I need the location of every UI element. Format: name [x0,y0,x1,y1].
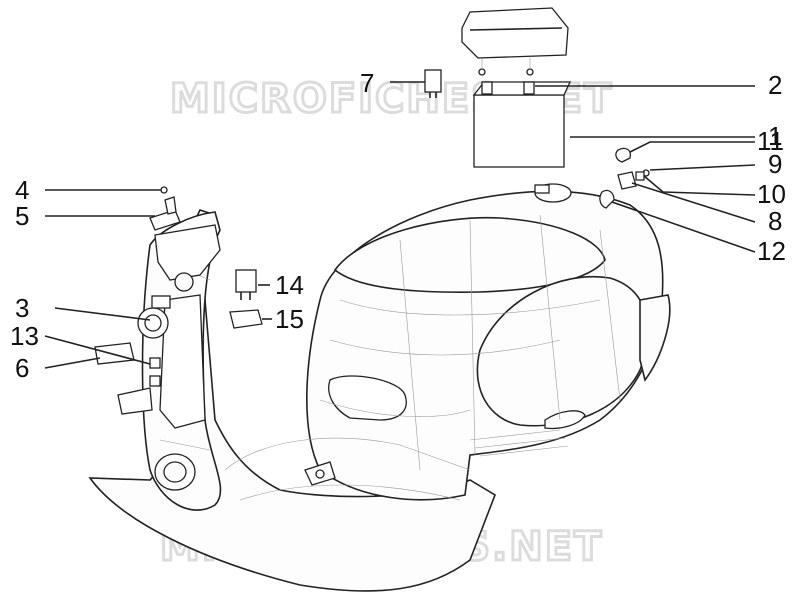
callout-labels: 1 2 3 4 5 6 7 8 9 10 11 12 13 14 15 [10,68,786,383]
relay-14-15 [229,269,263,329]
callout-2: 2 [768,70,782,100]
callout-11: 11 [757,126,784,156]
part-6-fusebox [94,342,135,365]
part-11 [615,147,632,163]
callout-15: 15 [275,304,304,334]
battery [472,58,572,168]
part-8 [617,171,637,190]
floor-mesh [224,437,471,501]
callout-12: 12 [757,236,786,266]
side-panel [476,276,649,427]
leader-6 [44,357,101,369]
terminal-left [481,81,493,95]
rear-tail [639,294,671,382]
floor-bolt [315,469,325,479]
battery-case [473,94,565,168]
battery-cover [461,7,569,59]
side-vent [544,410,586,430]
surface-mesh [319,214,621,471]
relay-7-body [424,69,442,93]
callout-4: 4 [15,175,29,205]
leader-9 [649,164,756,171]
rear-grille [469,429,569,457]
part-3-mount [151,295,171,309]
part-5-bracket [149,209,181,231]
part-5-clip [164,196,177,215]
callout-5: 5 [15,201,29,231]
battery-dashes [481,58,531,69]
leader-13 [44,335,151,365]
clamp-parts [599,147,650,209]
part-14-pins [240,292,251,300]
leader-3 [54,307,151,321]
left-bracket-assembly [94,186,221,429]
glovebox-opening [328,375,407,421]
leader-12 [611,201,756,253]
front-port-inner [163,461,187,483]
relay-7-pins [429,92,437,98]
mount-plate [159,294,206,429]
callout-3: 3 [15,293,29,323]
callout-9: 9 [768,149,782,179]
part-4-screw [160,186,168,194]
part-10 [635,171,645,181]
callout-10: 10 [757,179,786,209]
part-3-horn-center [144,314,162,332]
leader-lines [44,81,756,369]
part-13-relay-b [149,375,161,387]
upper-plate [154,224,221,281]
seat-well [333,216,606,293]
part-12 [599,189,615,209]
terminal-screw-left [478,68,486,76]
battery-cover-edge [469,27,563,31]
callout-7: 7 [360,68,374,98]
callout-13: 13 [10,321,39,351]
leader-11 [629,141,755,153]
callout-1: 1 [768,121,782,151]
fuel-cap-tab [534,184,550,194]
leader-10 [643,175,756,196]
leader-8 [631,182,756,223]
part-14-relay [235,269,257,293]
terminal-screw-right [526,68,534,76]
battery-cover-shape [461,7,569,59]
relay-7 [424,69,442,98]
plate-ring [174,272,194,292]
part-13-relay-a [149,357,161,369]
lower-connector [117,387,153,415]
terminal-right [523,81,535,95]
part-15-socket [229,309,263,329]
callout-14: 14 [275,270,304,300]
callout-6: 6 [15,353,29,383]
callout-8: 8 [768,206,782,236]
